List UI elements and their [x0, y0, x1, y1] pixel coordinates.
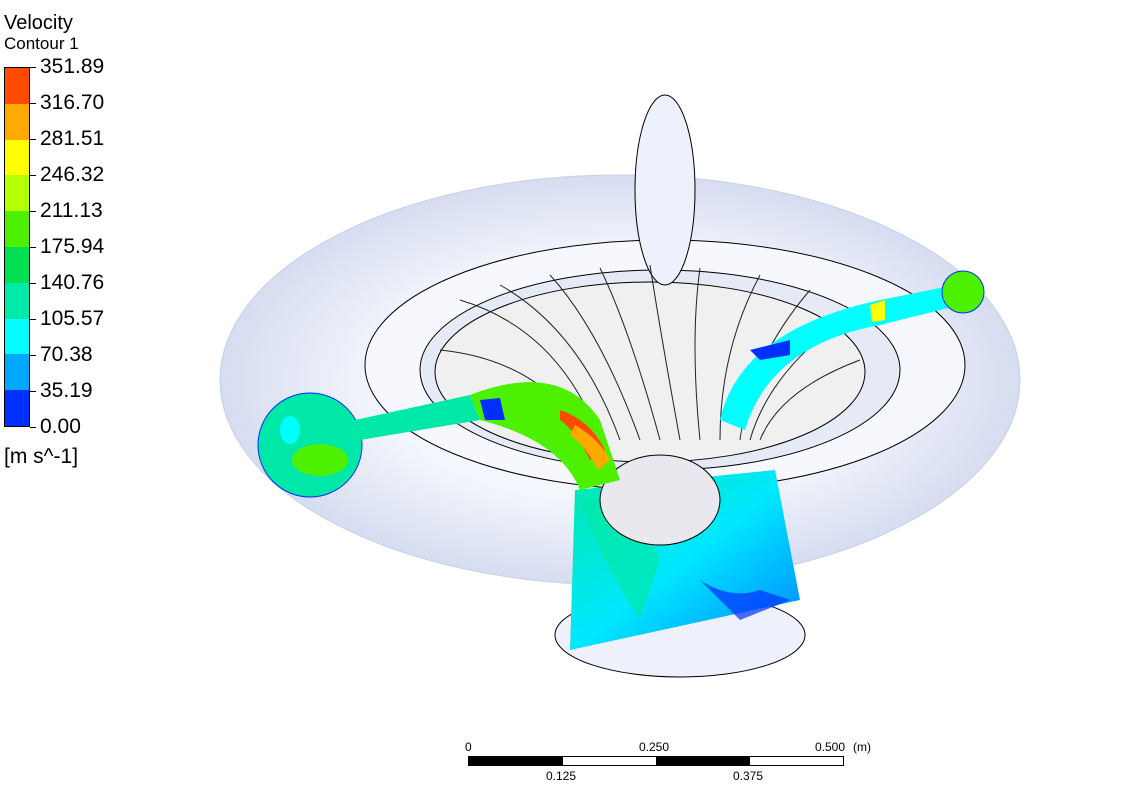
- legend-title: Velocity: [4, 12, 73, 34]
- scale-label-0-125: 0.125: [546, 769, 577, 783]
- legend-tick: [30, 103, 36, 104]
- color-band: [5, 139, 29, 176]
- legend-tick: [30, 211, 36, 212]
- scale-label-0-375: 0.375: [733, 769, 764, 783]
- color-band: [5, 246, 29, 283]
- legend-tick: [30, 427, 36, 428]
- legend-subtitle: Contour 1: [4, 34, 79, 53]
- color-band: [5, 390, 29, 426]
- color-band: [5, 318, 29, 355]
- legend-label: 175.94: [40, 235, 105, 258]
- legend-tick: [30, 283, 36, 284]
- legend-tick: [30, 247, 36, 248]
- legend-label: 70.38: [40, 343, 93, 366]
- legend-label: 246.32: [40, 163, 105, 186]
- legend-tick: [30, 391, 36, 392]
- scale-label-0-250: 0.250: [639, 740, 670, 754]
- legend-label: 211.13: [40, 199, 103, 222]
- color-band: [5, 68, 29, 104]
- color-band: [5, 354, 29, 391]
- color-band: [5, 211, 29, 247]
- legend-unit: [m s^-1]: [4, 445, 79, 468]
- scale-unit: (m): [853, 740, 871, 754]
- legend-tick: [30, 319, 36, 320]
- scale-bar: [468, 756, 844, 766]
- scale-label-0: 0: [465, 740, 472, 754]
- legend-tick: [30, 175, 36, 176]
- color-band: [5, 103, 29, 140]
- legend-label: 0.00: [40, 415, 81, 438]
- draft-tube: [554, 454, 806, 678]
- legend-label: 281.51: [40, 127, 105, 150]
- color-band: [5, 175, 29, 212]
- legend-tick: [30, 139, 36, 140]
- legend-label: 316.70: [40, 91, 105, 114]
- legend-label: 105.57: [40, 307, 105, 330]
- legend-tick: [30, 355, 36, 356]
- legend-tick: [30, 67, 36, 68]
- legend-label: 140.76: [40, 271, 105, 294]
- color-band: [5, 282, 29, 319]
- legend-label: 35.19: [40, 379, 93, 402]
- meridional-flow-plane: [257, 270, 985, 498]
- legend-label: 351.89: [40, 55, 105, 78]
- color-bar: [4, 67, 30, 427]
- scale-label-0-500: 0.500: [815, 740, 846, 754]
